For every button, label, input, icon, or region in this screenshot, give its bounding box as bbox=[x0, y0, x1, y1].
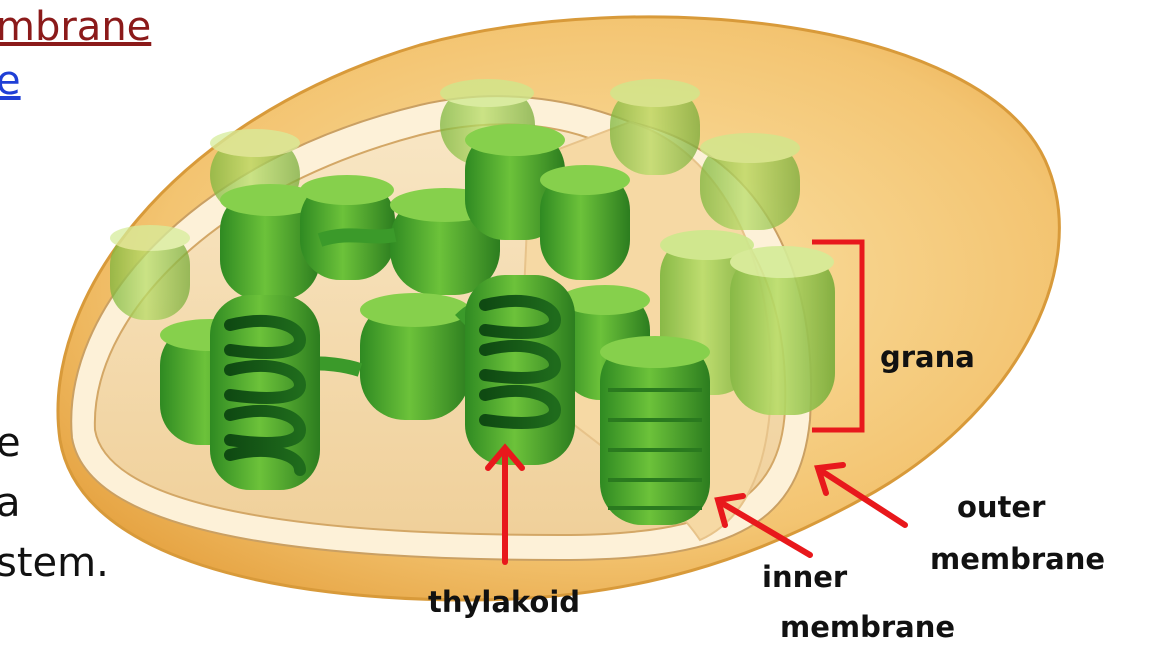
front-granum-right bbox=[600, 336, 710, 525]
label-outer-membrane-line1: outer bbox=[957, 490, 1045, 524]
label-outer-membrane-line2: membrane bbox=[930, 542, 1105, 576]
label-inner-membrane-line1: inner bbox=[762, 560, 847, 594]
sectioned-granum-left bbox=[210, 295, 320, 490]
label-inner-membrane-line2: membrane bbox=[780, 610, 955, 644]
sectioned-granum-center bbox=[465, 275, 575, 465]
label-thylakoid: thylakoid bbox=[428, 585, 580, 619]
label-grana: grana bbox=[880, 340, 975, 374]
